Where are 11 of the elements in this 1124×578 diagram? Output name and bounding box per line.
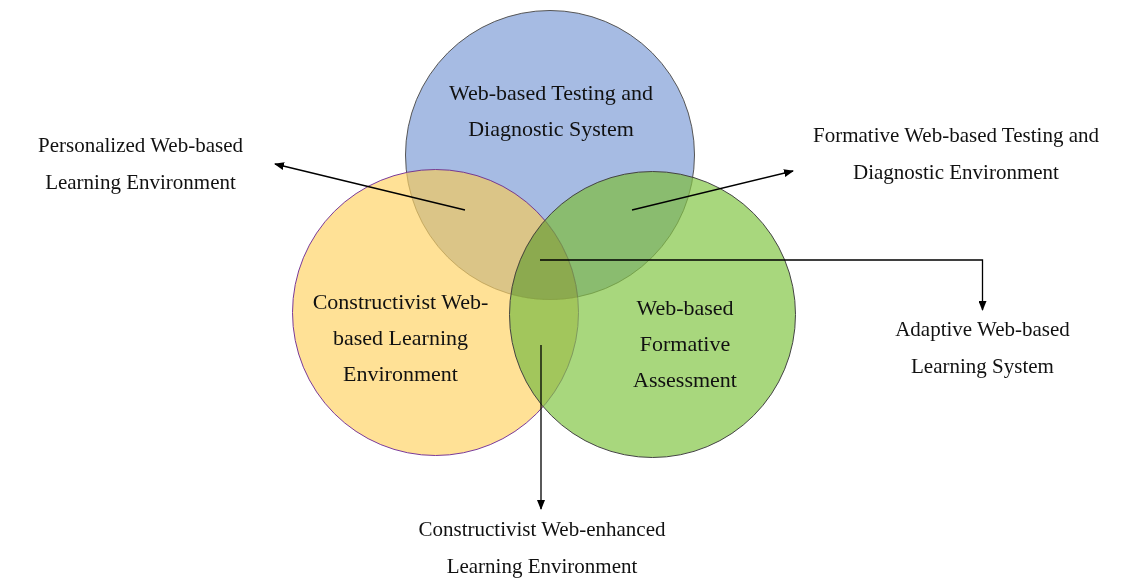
callout-label: Personalized Web-based Learning Environment bbox=[8, 127, 273, 201]
callout-label: Constructivist Web-enhanced Learning Environment bbox=[392, 511, 692, 578]
leader-line bbox=[539, 259, 987, 311]
leader-line bbox=[537, 344, 545, 510]
circle-label: Web-based Testing and Diagnostic System bbox=[448, 79, 654, 143]
leader-line bbox=[274, 162, 466, 211]
callout-label: Adaptive Web-based Learning System bbox=[865, 311, 1100, 385]
leader-line bbox=[631, 169, 794, 211]
callout-label: Formative Web-based Testing and Diagnostic Environment bbox=[795, 117, 1117, 191]
circle-label: Constructivist Web-based Learning Environment bbox=[311, 288, 490, 388]
circle-label: Web-based Formative Assessment bbox=[632, 294, 738, 394]
